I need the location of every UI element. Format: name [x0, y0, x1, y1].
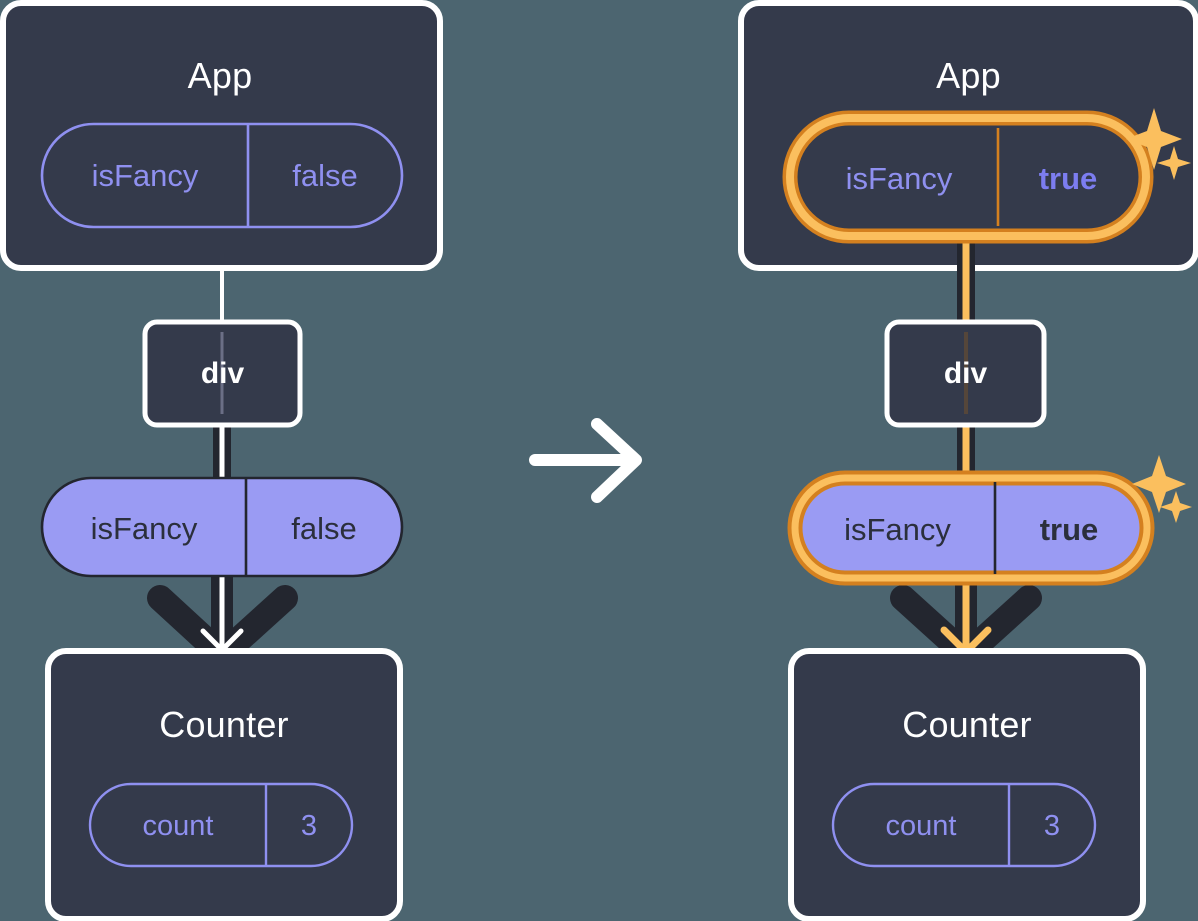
pill-outline-shape: [831, 782, 1097, 868]
highlight-ring-inner: [791, 474, 1151, 582]
right-arrow-icon: [529, 418, 642, 503]
sparkle-icon-app: [1126, 108, 1191, 180]
highlight-ring-outer: [787, 470, 1155, 586]
highlight-ring-inner: [786, 114, 1150, 240]
app-state-pill-right: [782, 110, 1154, 244]
app-state-pill-left: [40, 122, 404, 229]
pill-filled-shape: [40, 476, 404, 578]
prop-pill-left: [40, 476, 404, 578]
pill-outline-shape: [88, 782, 354, 868]
pill-outline-shape: [40, 122, 404, 229]
sparkle-icon-prop: [1132, 455, 1192, 523]
highlight-ring-outer: [782, 110, 1154, 244]
prop-pill-right: [787, 470, 1155, 586]
counter-state-pill-right: [831, 782, 1097, 868]
counter-state-pill-left: [88, 782, 354, 868]
app-box-left: [0, 0, 443, 271]
